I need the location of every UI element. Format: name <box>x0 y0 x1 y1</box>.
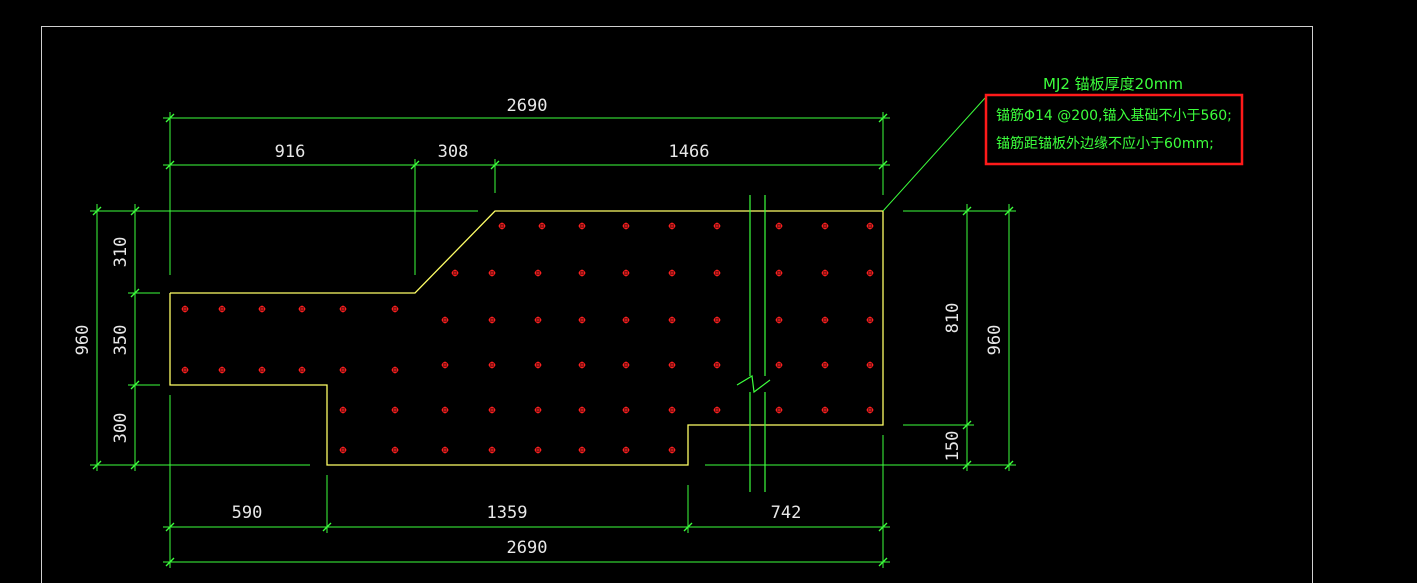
anchor-bolt <box>622 446 630 454</box>
dim-bottom-total: 2690 <box>507 538 548 558</box>
anchor-bolt <box>218 305 226 313</box>
anchor-bolt <box>498 222 506 230</box>
anchor-bolt <box>441 361 449 369</box>
anchor-bolt <box>298 366 306 374</box>
anchor-bolt <box>775 361 783 369</box>
dim-right-b: 150 <box>943 431 963 462</box>
anchor-bolt <box>488 316 496 324</box>
anchor-bolt <box>668 446 676 454</box>
anchor-bolt <box>534 269 542 277</box>
anchor-bolt <box>713 361 721 369</box>
dimension-lines <box>90 97 1016 568</box>
anchor-bolt <box>298 305 306 313</box>
note-line-1: 锚筋Φ14 @200,锚入基础不小于560; <box>996 107 1232 124</box>
anchor-bolt <box>391 406 399 414</box>
anchor-bolt <box>534 316 542 324</box>
anchor-bolt <box>578 269 586 277</box>
anchor-bolt <box>258 366 266 374</box>
plate-title: MJ2 锚板厚度20mm <box>1043 75 1183 93</box>
anchor-bolt <box>821 316 829 324</box>
anchor-bolt <box>713 222 721 230</box>
anchor-bolt <box>668 361 676 369</box>
note-line-2: 锚筋距锚板外边缘不应小于60mm; <box>996 135 1214 152</box>
anchor-bolt <box>578 406 586 414</box>
anchor-bolt <box>488 446 496 454</box>
dim-bottom-a: 590 <box>232 503 263 523</box>
anchor-bolt <box>391 366 399 374</box>
note-highlight-box <box>984 93 1244 166</box>
dim-left-total: 960 <box>73 325 93 356</box>
anchor-bolt <box>866 269 874 277</box>
anchor-bolt <box>622 361 630 369</box>
anchor-bolt <box>534 406 542 414</box>
anchor-bolt <box>821 269 829 277</box>
dim-left-a: 310 <box>111 237 131 268</box>
anchor-bolt <box>713 316 721 324</box>
anchor-bolt <box>578 446 586 454</box>
anchor-bolt <box>441 406 449 414</box>
anchor-bolt <box>534 361 542 369</box>
anchor-bolt <box>713 269 721 277</box>
anchor-bolt <box>668 222 676 230</box>
anchor-bolt <box>622 222 630 230</box>
anchor-bolt <box>866 222 874 230</box>
anchor-bolt <box>668 316 676 324</box>
anchor-bolt <box>622 269 630 277</box>
anchor-bolt <box>821 361 829 369</box>
anchor-bolt <box>622 406 630 414</box>
dim-bottom-b: 1359 <box>487 503 528 523</box>
anchor-bolt <box>339 446 347 454</box>
dim-top-b: 308 <box>438 142 469 162</box>
anchor-bolt <box>181 366 189 374</box>
anchor-bolt <box>339 406 347 414</box>
anchor-bolt <box>821 222 829 230</box>
anchor-bolt <box>866 361 874 369</box>
anchor-bolt <box>866 316 874 324</box>
dim-top-total: 2690 <box>507 96 548 116</box>
anchor-bolt <box>488 269 496 277</box>
anchor-bolt <box>578 316 586 324</box>
anchor-bolt <box>441 446 449 454</box>
anchor-bolt <box>866 406 874 414</box>
anchor-bolt <box>451 269 459 277</box>
anchor-bolt <box>441 316 449 324</box>
anchor-bolts <box>181 222 874 454</box>
dim-right-total: 960 <box>985 325 1005 356</box>
anchor-bolt <box>218 366 226 374</box>
anchor-bolt <box>775 269 783 277</box>
anchor-bolt <box>775 406 783 414</box>
anchor-bolt <box>391 446 399 454</box>
anchor-bolt <box>339 366 347 374</box>
dim-left-c: 300 <box>111 413 131 444</box>
anchor-bolt <box>258 305 266 313</box>
break-line <box>736 195 771 492</box>
anchor-bolt <box>821 406 829 414</box>
dim-top-c: 1466 <box>669 142 710 162</box>
anchor-bolt <box>668 269 676 277</box>
anchor-bolt <box>538 222 546 230</box>
anchor-bolt <box>668 406 676 414</box>
dim-right-a: 810 <box>943 303 963 334</box>
dim-left-b: 350 <box>111 325 131 356</box>
anchor-bolt <box>622 316 630 324</box>
anchor-bolt <box>578 222 586 230</box>
dim-bottom-c: 742 <box>771 503 802 523</box>
anchor-bolt <box>775 222 783 230</box>
anchor-bolt <box>713 406 721 414</box>
anchor-bolt <box>488 406 496 414</box>
anchor-bolt <box>534 446 542 454</box>
anchor-bolt <box>578 361 586 369</box>
dim-top-a: 916 <box>275 142 306 162</box>
anchor-bolt <box>339 305 347 313</box>
plate-outline <box>169 210 884 466</box>
anchor-bolt <box>391 305 399 313</box>
anchor-bolt <box>488 361 496 369</box>
drawing-frame <box>41 26 1313 583</box>
anchor-bolt <box>181 305 189 313</box>
anchor-bolt <box>775 316 783 324</box>
